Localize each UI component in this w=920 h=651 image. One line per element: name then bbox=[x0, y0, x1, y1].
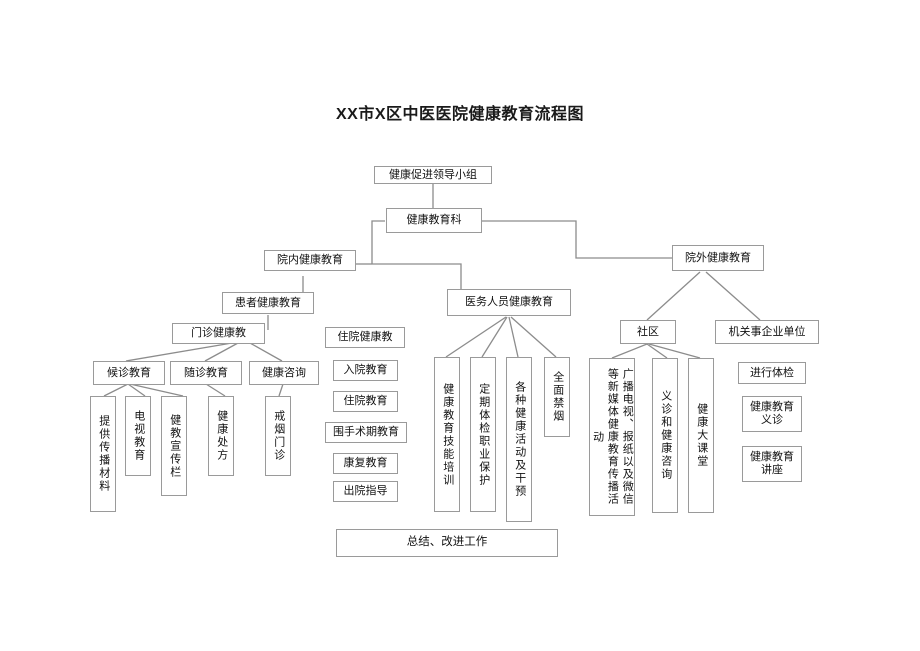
node-staff-education[interactable]: 医务人员健康教育 bbox=[447, 289, 571, 316]
node-staff-skill-training[interactable]: 健康教育技能培训 bbox=[434, 357, 460, 512]
node-patient-education[interactable]: 患者健康教育 bbox=[222, 292, 314, 314]
node-outpatient-education[interactable]: 门诊健康教 bbox=[172, 323, 265, 344]
node-leadership-group[interactable]: 健康促进领导小组 bbox=[374, 166, 492, 184]
node-perioperative-education[interactable]: 围手术期教育 bbox=[325, 422, 407, 443]
node-full-smoking-ban[interactable]: 全面禁烟 bbox=[544, 357, 570, 437]
node-inpatient-education[interactable]: 住院健康教 bbox=[325, 327, 405, 348]
node-waiting-education[interactable]: 候诊教育 bbox=[93, 361, 165, 385]
node-community[interactable]: 社区 bbox=[620, 320, 676, 344]
node-health-consultation[interactable]: 健康咨询 bbox=[249, 361, 319, 385]
node-health-prescription[interactable]: 健康处方 bbox=[208, 396, 234, 476]
node-admission-education[interactable]: 入院教育 bbox=[333, 360, 398, 381]
node-out-hospital-education[interactable]: 院外健康教育 bbox=[672, 245, 764, 271]
node-tv-education[interactable]: 电视教育 bbox=[125, 396, 151, 476]
page-title: XX市X区中医医院健康教育流程图 bbox=[335, 106, 585, 123]
node-media-campaign[interactable]: 广播电视、报纸以及微信等新媒体健康教育传播活动 bbox=[589, 358, 635, 516]
node-summary-improve[interactable]: 总结、改进工作 bbox=[336, 529, 558, 557]
node-education-bulletin-board[interactable]: 健教宣传栏 bbox=[161, 396, 187, 496]
node-smoking-cessation-clinic[interactable]: 戒烟门诊 bbox=[265, 396, 291, 476]
node-free-clinic-consultation[interactable]: 义诊和健康咨询 bbox=[652, 358, 678, 513]
node-in-hospital-education[interactable]: 院内健康教育 bbox=[264, 250, 356, 271]
node-rehabilitation-education[interactable]: 康复教育 bbox=[333, 453, 398, 474]
node-hospitalization-education[interactable]: 住院教育 bbox=[333, 391, 398, 412]
node-health-education-dept[interactable]: 健康教育科 bbox=[386, 208, 482, 233]
node-provide-materials[interactable]: 提供传播材料 bbox=[90, 396, 116, 512]
node-physical-examination[interactable]: 进行体检 bbox=[738, 362, 806, 384]
node-followup-education[interactable]: 随诊教育 bbox=[170, 361, 242, 385]
node-health-lecture-hall[interactable]: 健康大课堂 bbox=[688, 358, 714, 513]
node-discharge-guidance[interactable]: 出院指导 bbox=[333, 481, 398, 502]
node-regular-checkup-protection[interactable]: 定期体检职业保护 bbox=[470, 357, 496, 512]
node-health-activities-intervention[interactable]: 各种健康活动及干预 bbox=[506, 357, 532, 522]
node-enterprise-units[interactable]: 机关事企业单位 bbox=[715, 320, 819, 344]
node-health-education-lecture[interactable]: 健康教育讲座 bbox=[742, 446, 802, 482]
node-health-education-free-clinic[interactable]: 健康教育义诊 bbox=[742, 396, 802, 432]
